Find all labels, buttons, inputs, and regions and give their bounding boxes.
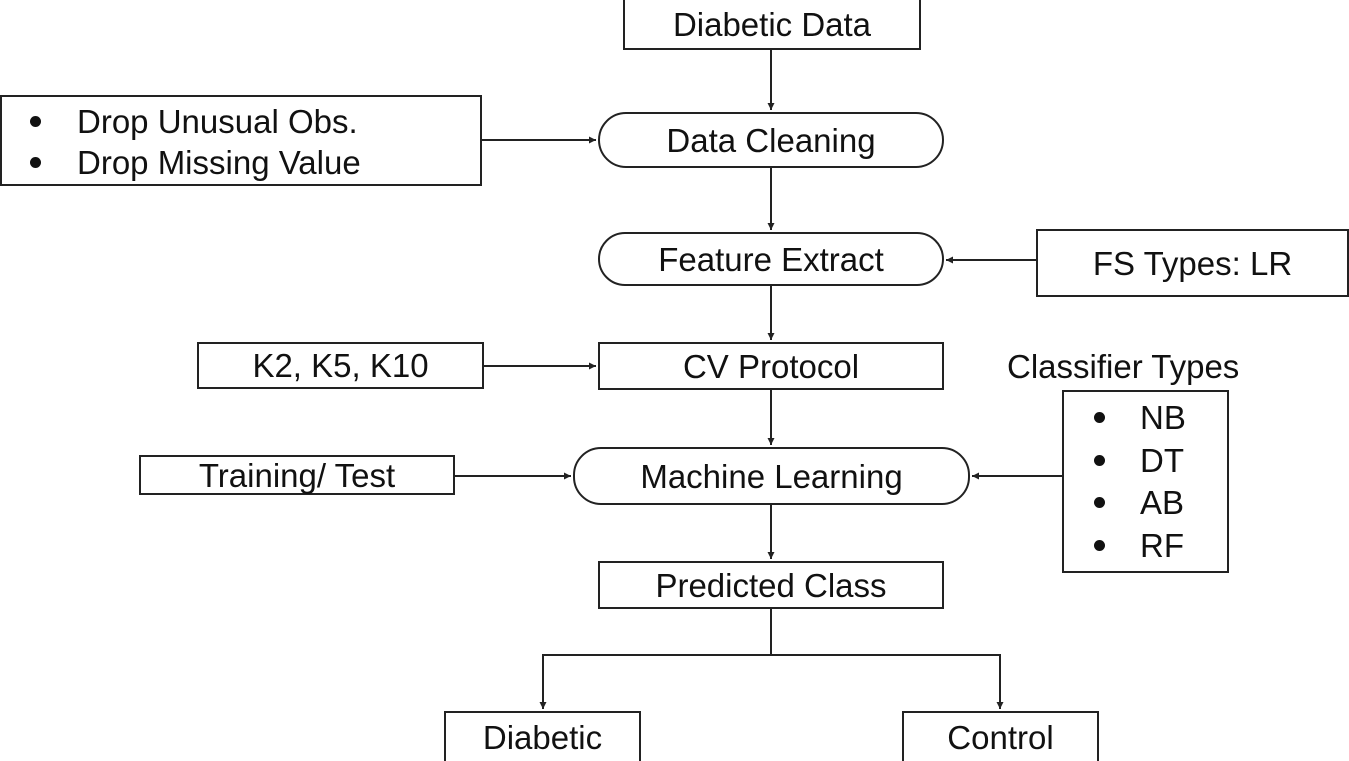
bullet-icon — [30, 116, 41, 127]
fs-types-label: FS Types: LR — [1092, 244, 1293, 282]
cleaning-step-item: Drop Unusual Obs. — [30, 105, 358, 138]
box-fs-types: FS Types: LR — [1036, 229, 1349, 297]
node-machine-learning: Machine Learning — [573, 447, 970, 505]
cleaning-step-label: Drop Unusual Obs. — [77, 103, 358, 140]
classifier-label: DT — [1140, 442, 1184, 479]
node-cv-protocol-label: CV Protocol — [682, 347, 860, 385]
node-diabetic-data-label: Diabetic Data — [672, 5, 872, 43]
classifier-item: NB — [1094, 401, 1186, 434]
node-feature-extract: Feature Extract — [598, 232, 944, 286]
box-cleaning-steps: Drop Unusual Obs. Drop Missing Value — [0, 95, 482, 186]
node-diabetic-data: Diabetic Data — [623, 0, 921, 50]
node-cv-protocol: CV Protocol — [598, 342, 944, 390]
node-control: Control — [902, 711, 1099, 761]
bullet-icon — [1094, 497, 1105, 508]
bullet-icon — [1094, 540, 1105, 551]
classifier-item: DT — [1094, 444, 1184, 477]
edge-predicted-class-to-control — [771, 654, 1004, 709]
box-classifier-types: NB DT AB RF — [1062, 390, 1229, 573]
cleaning-step-item: Drop Missing Value — [30, 146, 361, 179]
node-control-label: Control — [947, 718, 1054, 756]
bullet-icon — [1094, 455, 1105, 466]
edge-predicted-class-to-diabetic — [539, 609, 772, 709]
node-diabetic-label: Diabetic — [482, 718, 603, 756]
node-diabetic: Diabetic — [444, 711, 641, 761]
node-feature-extract-label: Feature Extract — [658, 240, 884, 278]
classifier-item: RF — [1094, 529, 1184, 562]
node-predicted-class-label: Predicted Class — [655, 566, 887, 604]
box-cv-folds: K2, K5, K10 — [197, 342, 484, 389]
bullet-icon — [1094, 412, 1105, 423]
cv-folds-label: K2, K5, K10 — [252, 347, 429, 384]
classifier-types-title: Classifier Types — [1007, 348, 1240, 385]
classifier-item: AB — [1094, 486, 1184, 519]
classifier-label: NB — [1140, 399, 1186, 436]
classifier-label: RF — [1140, 527, 1184, 564]
node-data-cleaning: Data Cleaning — [598, 112, 944, 168]
training-test-label: Training/ Test — [198, 456, 396, 494]
node-data-cleaning-label: Data Cleaning — [666, 121, 876, 159]
node-predicted-class: Predicted Class — [598, 561, 944, 609]
classifier-label: AB — [1140, 484, 1185, 521]
node-machine-learning-label: Machine Learning — [640, 457, 903, 495]
cleaning-step-label: Drop Missing Value — [77, 144, 361, 181]
bullet-icon — [30, 157, 41, 168]
box-training-test: Training/ Test — [139, 455, 455, 495]
